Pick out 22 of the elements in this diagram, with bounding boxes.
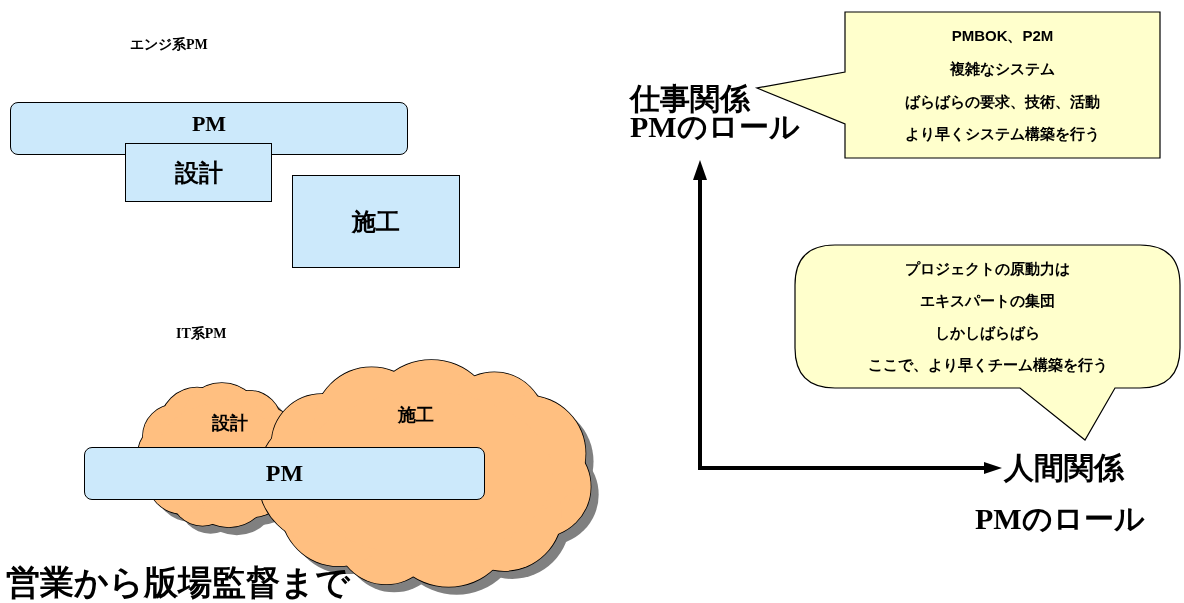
callout-text: エキスパートの集団 <box>920 291 1055 310</box>
node-label: PM <box>265 459 304 488</box>
callout-text: プロジェクトの原動力は <box>905 259 1070 278</box>
callout-text: PMBOK、P2M <box>951 27 1054 45</box>
process-box <box>125 143 272 202</box>
node-label: 設計 <box>212 413 248 434</box>
callout-text: 複雑なシステム <box>950 60 1055 78</box>
text-label: IT系PM <box>176 326 227 342</box>
callout-text: しかしばらばら <box>935 323 1040 342</box>
process-box <box>10 102 408 155</box>
text-label: 営業から版場監督まで <box>6 564 350 602</box>
node-label: PM <box>191 111 227 137</box>
text-label: エンジ系PM <box>130 37 208 53</box>
callout-text: ここで、より早くチーム構築を行う <box>867 355 1108 374</box>
node-label: 施工 <box>398 405 434 426</box>
process-box <box>84 447 485 500</box>
callout-text: ばらばらの要求、技術、活動 <box>905 92 1100 110</box>
process-box <box>292 175 460 268</box>
axis-label: PMのロール <box>975 502 1145 535</box>
node-label: 設計 <box>174 158 223 187</box>
callout-text: より早くシステム構築を行う <box>905 125 1100 143</box>
node-label: 施工 <box>352 207 400 236</box>
